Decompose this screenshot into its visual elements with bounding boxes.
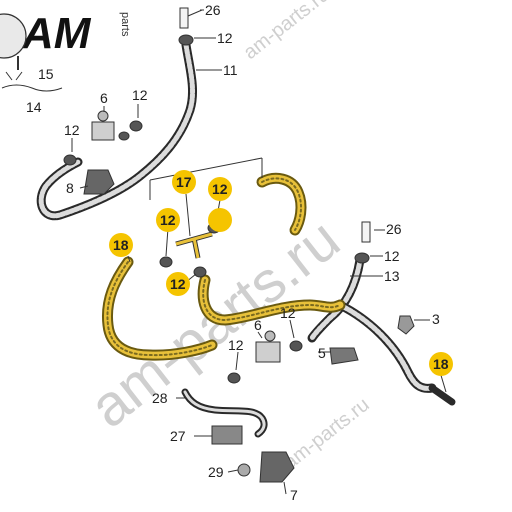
logo-brand: AM [21,9,92,58]
callout-12: 12 [384,248,400,264]
label-dashes [200,9,430,321]
callout-12: 12 [132,87,148,103]
fittings [63,7,415,483]
callout-15: 15 [38,66,54,82]
am-parts-logo: AM parts [21,9,131,58]
watermark-small-2: am-parts.ru [280,394,374,474]
callout-27: 27 [170,428,186,444]
callout-5: 5 [318,345,326,361]
callout-12: 12 [64,122,80,138]
bracket-14-line [1,84,63,92]
callout-11: 11 [223,62,238,78]
callout-7: 7 [290,487,298,503]
reservoir-bracket [5,71,23,81]
callout-6: 6 [254,317,262,333]
callout-6: 6 [100,90,108,106]
watermark-small-1: am-parts.ru [240,0,334,64]
reservoir-part [0,13,27,70]
logo-suffix: parts [119,12,131,37]
callout-29: 29 [208,464,224,480]
group-bracket [149,157,263,200]
callout-8: 8 [66,180,74,196]
callout-26: 26 [205,2,221,18]
callout-12: 12 [212,181,228,197]
callout-14: 14 [26,99,42,115]
callout-18: 18 [433,356,449,372]
callout-12: 12 [228,337,244,353]
callout-12: 12 [160,212,176,228]
callout-13: 13 [384,268,400,284]
callout-12: 12 [170,276,186,292]
highlight-circles [109,170,453,376]
callout-26: 26 [386,221,402,237]
callout-3: 3 [432,311,440,327]
leader-lines [71,9,447,495]
callout-12: 12 [280,305,296,321]
callout-28: 28 [152,390,168,406]
callout-18: 18 [113,237,129,253]
highlighted-hoses [101,172,346,361]
callout-12: 12 [217,30,233,46]
callout-labels: 26 12 11 15 14 6 12 12 8 17 12 12 18 12 … [26,2,449,503]
dark-hoses [36,40,456,438]
callout-17: 17 [176,174,192,190]
